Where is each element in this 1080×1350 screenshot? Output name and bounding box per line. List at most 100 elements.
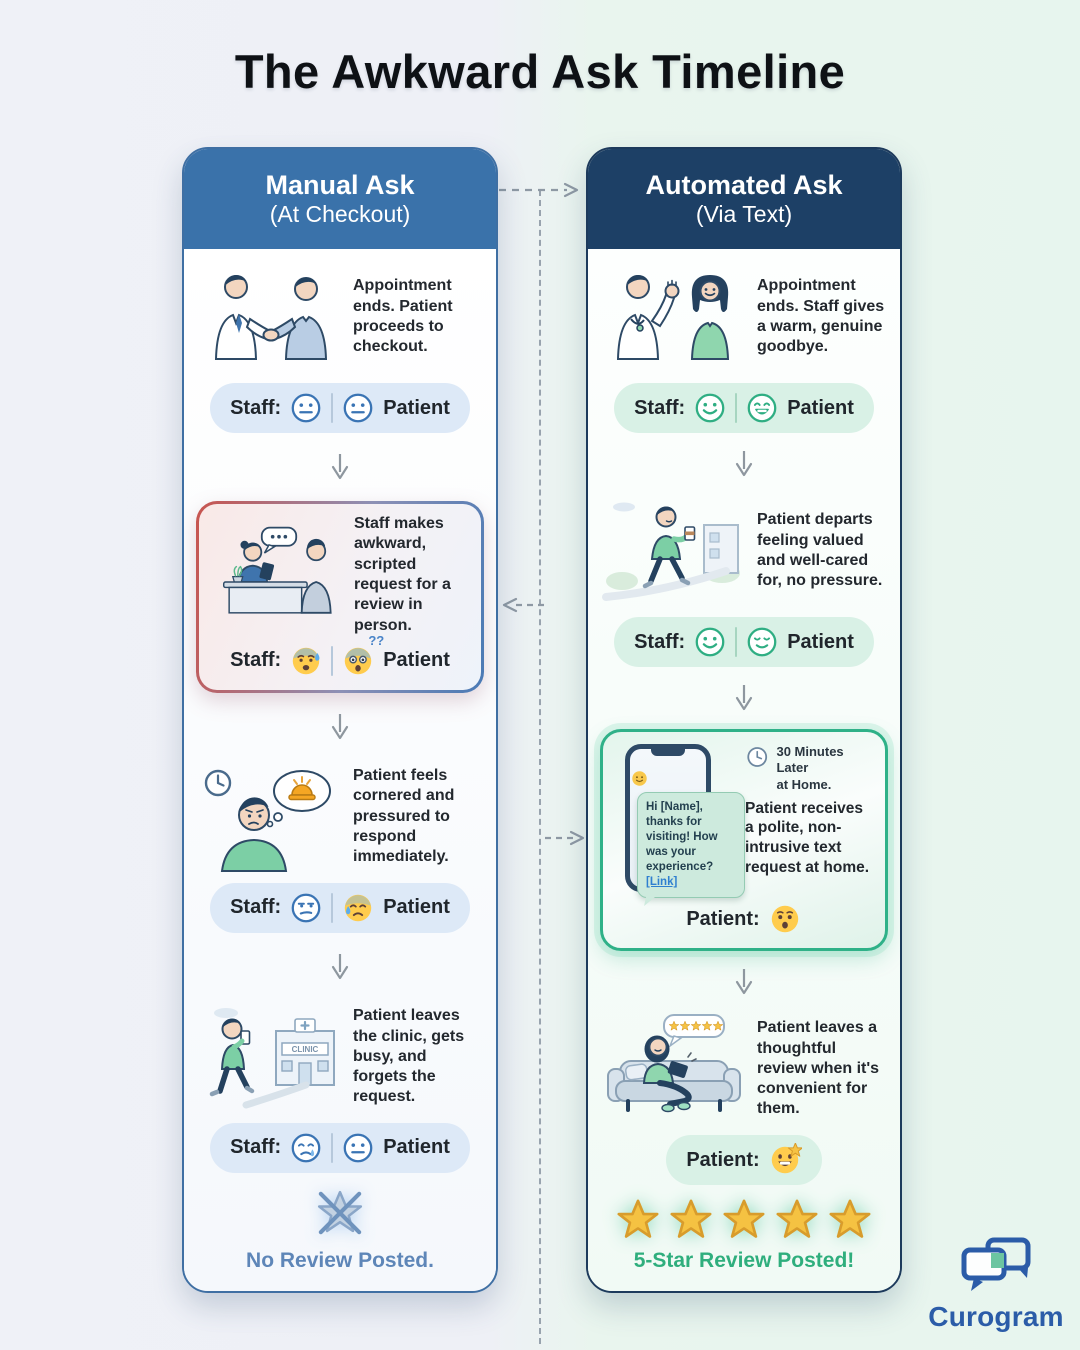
star-grin-face-icon xyxy=(771,1143,802,1174)
unamused-face-icon xyxy=(291,893,321,923)
timeline-dashed-line xyxy=(539,190,541,1344)
doctor-warm-goodbye-illustration xyxy=(616,274,730,360)
manual-step-awkward-ask-highlight: Staff makes awkward, scripted request fo… xyxy=(196,501,484,693)
mood-row: Patient: xyxy=(615,902,873,936)
sms-message-link: [Link] xyxy=(646,875,678,888)
five-gold-stars-icon xyxy=(600,1197,888,1243)
mood-pill: Patient: xyxy=(666,1135,822,1185)
flow-arrow-right-low-icon xyxy=(545,830,585,846)
auto-header-line2: (Via Text) xyxy=(695,201,793,228)
downcast-sweat-face-icon xyxy=(344,894,372,922)
patient-label: Patient xyxy=(383,896,450,919)
clock-icon xyxy=(747,747,768,767)
automated-ask-column: Automated Ask (Via Text) xyxy=(586,147,902,1293)
patient-label: Patient: xyxy=(686,1148,760,1171)
manual-step-appointment-ends: Appointment ends. Patient proceeds to ch… xyxy=(196,261,484,433)
step-text: Patient departs feeling valued and well-… xyxy=(757,511,883,590)
step-text: Patient leaves the clinic, gets busy, an… xyxy=(353,1007,465,1106)
timestamp-line2: at Home. xyxy=(776,776,832,792)
neutral-face-icon xyxy=(291,393,321,423)
staff-label: Staff: xyxy=(230,649,282,672)
pill-divider xyxy=(331,892,334,923)
patient-pressured-thinking-illustration xyxy=(204,769,331,872)
pill-divider xyxy=(331,645,334,676)
mood-pill: Staff: Patient xyxy=(210,882,470,933)
sad-tear-face-icon xyxy=(291,1133,321,1163)
staff-label: Staff: xyxy=(230,1136,282,1159)
patient-label: Patient: xyxy=(686,907,760,930)
auto-step-text-request-highlight: Hi [Name], thanks for visiting! How was … xyxy=(600,729,888,951)
step-text: Staff makes awkward, scripted request fo… xyxy=(354,515,451,634)
staff-label: Staff: xyxy=(634,630,686,653)
down-arrow-icon xyxy=(196,948,484,986)
auto-column-header: Automated Ask (Via Text) xyxy=(588,149,900,249)
text-message-on-phone-illustration: Hi [Name], thanks for visiting! How was … xyxy=(615,742,745,898)
down-arrow-icon xyxy=(600,445,888,483)
step-text: Patient leaves a thoughtful review when … xyxy=(757,1019,880,1118)
mood-pill: Staff: Patient xyxy=(210,1122,470,1173)
neutral-face-icon xyxy=(343,393,373,423)
down-arrow-icon xyxy=(196,708,484,746)
doctor-patient-handshake-illustration xyxy=(214,274,328,360)
auto-outcome: 5-Star Review Posted! xyxy=(600,1197,888,1275)
mood-pill: Staff: Patient xyxy=(614,617,874,667)
patient-label: Patient xyxy=(383,396,450,419)
patient-departs-relaxed-illustration xyxy=(602,502,740,601)
auto-outcome-text: 5-Star Review Posted! xyxy=(633,1249,855,1272)
sms-message-text: Hi [Name], thanks for visiting! How was … xyxy=(646,801,718,873)
step-text: Appointment ends. Patient proceeds to ch… xyxy=(353,277,453,356)
down-arrow-icon xyxy=(600,679,888,717)
manual-step-pressured: Patient feels cornered and pressured to … xyxy=(196,761,484,933)
front-desk-awkward-request-illustration xyxy=(222,526,332,614)
brand-name: Curogram xyxy=(928,1301,1064,1332)
page-title: The Awkward Ask Timeline xyxy=(234,45,846,98)
manual-header-line2: (At Checkout) xyxy=(269,201,411,228)
manual-header-line1: Manual Ask xyxy=(265,170,415,200)
auto-step-departs: Patient departs feeling valued and well-… xyxy=(600,495,888,667)
crossed-star-icon xyxy=(317,1190,363,1235)
auto-step-warm-goodbye: Appointment ends. Staff gives a warm, ge… xyxy=(600,261,888,433)
down-arrow-icon xyxy=(196,448,484,486)
yellow-smiley-icon xyxy=(632,771,647,786)
timestamp-note: 30 Minutes Later at Home. xyxy=(745,744,873,793)
smile-face-icon xyxy=(695,627,725,657)
chat-bubbles-icon xyxy=(961,1237,1031,1291)
patient-label: Patient xyxy=(383,1136,450,1159)
auto-header-line1: Automated Ask xyxy=(645,170,843,200)
pill-divider xyxy=(331,393,334,423)
patient-label: Patient xyxy=(787,630,854,653)
down-arrow-icon xyxy=(600,963,888,1001)
clinic-sign-text: CLINIC xyxy=(292,1045,319,1054)
pill-divider xyxy=(735,627,738,657)
neutral-face-icon xyxy=(343,1133,373,1163)
brand-logo: Curogram xyxy=(918,1236,1074,1333)
grin-face-icon xyxy=(747,393,777,423)
manual-outcome: No Review Posted. xyxy=(196,1188,484,1275)
step-text: Appointment ends. Staff gives a warm, ge… xyxy=(757,277,885,356)
auto-step-thoughtful-review: Patient leaves a thoughtful review when … xyxy=(600,1013,888,1185)
sms-message-bubble: Hi [Name], thanks for visiting! How was … xyxy=(637,792,745,898)
manual-step-forgets: CLINIC Patient leaves the clinic, ge xyxy=(196,1001,484,1173)
pill-divider xyxy=(735,393,738,423)
manual-ask-column: Manual Ask (At Checkout) xyxy=(182,147,498,1293)
manual-outcome-text: No Review Posted. xyxy=(246,1248,434,1272)
staff-label: Staff: xyxy=(230,396,282,419)
flow-arrow-right-top-icon xyxy=(499,182,579,198)
staff-label: Staff: xyxy=(230,896,282,919)
step-text: Patient feels cornered and pressured to … xyxy=(353,767,455,866)
patient-label: Patient xyxy=(383,649,450,672)
timestamp-line1: 30 Minutes Later xyxy=(776,744,844,776)
mood-pill: Staff: Patient xyxy=(210,383,470,433)
staff-label: Staff: xyxy=(634,396,686,419)
mood-row: Staff: xyxy=(211,633,469,678)
question-marks-note: ?? xyxy=(368,632,385,648)
patient-face-wrap: ?? xyxy=(341,633,384,678)
mood-pill: Staff: Patient xyxy=(614,383,874,433)
patient-review-on-couch-illustration xyxy=(607,1014,741,1113)
step-text: Patient receives a polite, non-intrusive… xyxy=(745,799,870,876)
flow-arrow-left-mid-icon xyxy=(502,597,544,613)
shocked-face-icon xyxy=(344,647,372,675)
relieved-face-icon xyxy=(747,627,777,657)
patient-leaving-clinic-illustration: CLINIC xyxy=(209,1007,335,1109)
patient-label: Patient xyxy=(787,396,854,419)
